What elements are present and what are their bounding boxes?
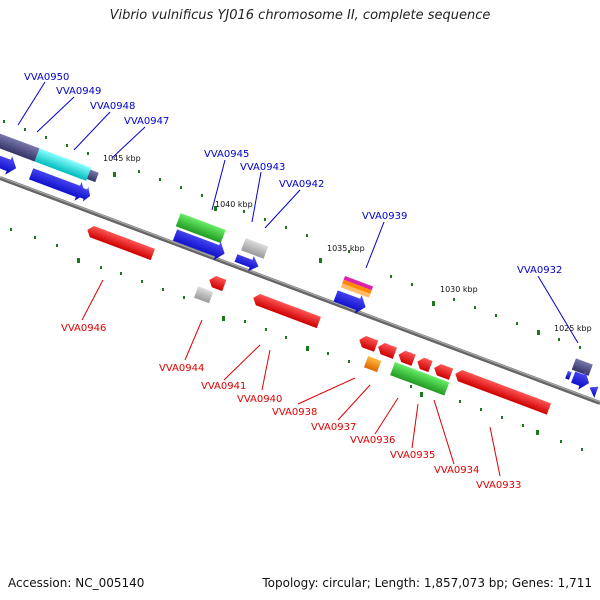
- gene-arrow-blue[interactable]: [28, 164, 89, 203]
- gene-VVA0950[interactable]: [0, 130, 40, 162]
- gene-VVA0940[interactable]: [357, 334, 379, 352]
- gene-VVA0932[interactable]: [571, 358, 593, 376]
- topology-text: Topology: circular; Length: 1,857,073 bp…: [262, 576, 592, 590]
- gene-label[interactable]: VVA0945: [204, 149, 249, 160]
- gene-label[interactable]: VVA0932: [517, 265, 562, 276]
- gene-VVA0933[interactable]: [453, 368, 552, 415]
- gene-VVA0941[interactable]: [251, 292, 321, 329]
- gene-label[interactable]: VVA0942: [279, 179, 324, 190]
- accession-text: Accession: NC_005140: [8, 576, 145, 590]
- gene-VVA0935-red[interactable]: [415, 356, 433, 373]
- gene-label[interactable]: VVA0940: [237, 394, 282, 405]
- gene-label[interactable]: VVA0946: [61, 323, 106, 334]
- gene-VVA0949[interactable]: [34, 148, 92, 181]
- gene-VVA0934[interactable]: [432, 362, 454, 380]
- gene-VVA0935-green[interactable]: [390, 362, 450, 396]
- gene-VVA0945[interactable]: [175, 213, 226, 244]
- leader-lines-bottom: [81, 279, 501, 477]
- gene-label[interactable]: VVA0949: [56, 86, 101, 97]
- kbp-label: 1030 kbp: [440, 285, 478, 294]
- gene-label[interactable]: VVA0944: [159, 363, 204, 374]
- gene-label[interactable]: VVA0934: [434, 465, 479, 476]
- gene-arrow-blue[interactable]: [79, 185, 93, 203]
- gene-VVA0939[interactable]: [343, 276, 374, 291]
- gene-arrow-blue[interactable]: [171, 226, 228, 263]
- gene-label[interactable]: VVA0933: [476, 480, 521, 491]
- gene-label[interactable]: VVA0950: [24, 72, 69, 83]
- gene-VVA0944-red[interactable]: [207, 274, 227, 292]
- gene-arrow-blue[interactable]: [332, 287, 369, 317]
- kbp-label: 1045 kbp: [103, 154, 141, 163]
- gene-VVA0938[interactable]: [376, 341, 397, 359]
- kbp-label: 1035 kbp: [327, 244, 365, 253]
- chromosome-backbone: [0, 176, 600, 405]
- gene-label[interactable]: VVA0943: [240, 162, 285, 173]
- page-title: Vibrio vulnificus YJ016 chromosome II, c…: [109, 8, 491, 23]
- gene-arrow-blue[interactable]: [0, 151, 20, 178]
- gene-arrow-blue[interactable]: [565, 370, 572, 380]
- gene-VVA0944[interactable]: [194, 286, 214, 304]
- gene-label[interactable]: VVA0948: [90, 101, 135, 112]
- gene-label[interactable]: VVA0941: [201, 381, 246, 392]
- gene-label[interactable]: VVA0947: [124, 116, 169, 127]
- gene-VVA0939c[interactable]: [340, 283, 371, 298]
- gene-arrow-blue[interactable]: [570, 368, 593, 393]
- gene-label[interactable]: VVA0935: [390, 450, 435, 461]
- gene-label[interactable]: VVA0936: [350, 435, 395, 446]
- tick-track-upper: [3, 120, 581, 349]
- gene-arrow-blue[interactable]: [233, 251, 261, 274]
- tick-track-lower: [10, 228, 583, 451]
- kbp-label: 1025 kbp: [554, 324, 592, 333]
- gene-label[interactable]: VVA0938: [272, 407, 317, 418]
- lower-strand-genes: [85, 224, 552, 415]
- upper-strand-genes: [0, 130, 599, 398]
- gene-VVA0937[interactable]: [363, 356, 382, 373]
- leader-lines-top: [17, 81, 579, 344]
- gene-VVA0943[interactable]: [241, 238, 269, 259]
- kbp-label: 1040 kbp: [215, 200, 253, 209]
- gene-VVA0936-red[interactable]: [397, 349, 416, 366]
- gene-VVA0939b[interactable]: [342, 279, 372, 295]
- gene-arrow-blue[interactable]: [587, 384, 599, 398]
- gene-label[interactable]: VVA0939: [362, 211, 407, 222]
- gene-label[interactable]: VVA0937: [311, 422, 356, 433]
- gene-VVA0948[interactable]: [86, 169, 99, 183]
- gene-VVA0946[interactable]: [85, 224, 155, 261]
